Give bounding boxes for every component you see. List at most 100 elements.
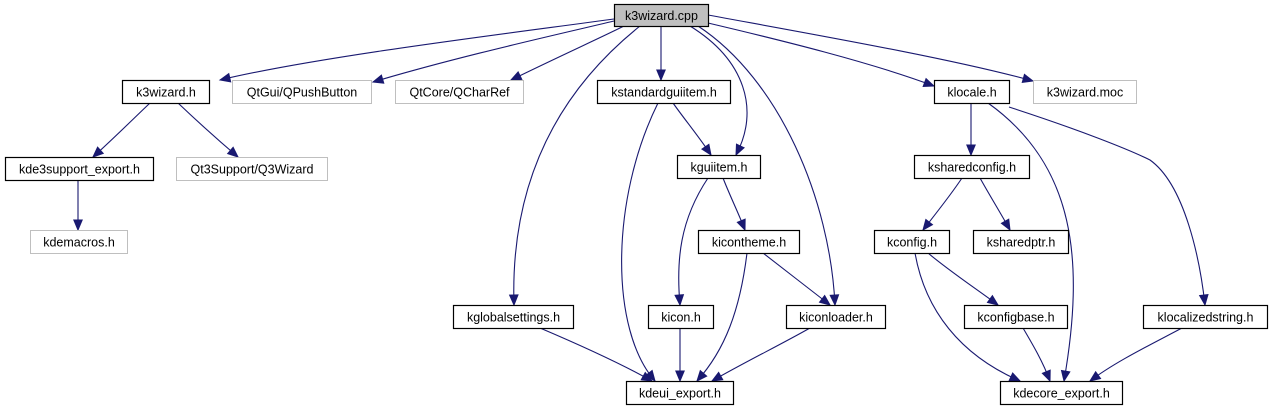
edge-line bbox=[697, 25, 836, 306]
edges-layer bbox=[73, 14, 1209, 383]
node-box bbox=[1033, 80, 1137, 104]
node-label: kiconloader.h bbox=[799, 311, 873, 325]
arrowhead-icon bbox=[736, 218, 746, 232]
arrowhead-icon bbox=[226, 146, 239, 158]
node-box bbox=[972, 229, 1070, 255]
node-box bbox=[4, 156, 155, 182]
node-box bbox=[647, 304, 715, 330]
edge-line bbox=[621, 102, 659, 382]
edge-ksharedconfig-h-to-kconfig-h bbox=[922, 177, 963, 232]
node-kconfigbase-h[interactable]: kconfigbase.h bbox=[963, 304, 1069, 330]
node-kglobalsettings-h[interactable]: kglobalsettings.h bbox=[452, 304, 575, 330]
arrowhead-icon bbox=[710, 371, 724, 382]
node-label: kglobalsettings.h bbox=[467, 311, 560, 325]
node-label: k3wizard.h bbox=[136, 86, 196, 100]
edge-line bbox=[707, 22, 935, 87]
arrowhead-icon bbox=[218, 72, 232, 83]
edge-kde3support-export-h-to-kdemacros-h bbox=[73, 180, 83, 232]
node-klocale-h[interactable]: klocale.h bbox=[933, 79, 1011, 105]
arrowhead-icon bbox=[1041, 369, 1051, 383]
node-box bbox=[785, 304, 887, 330]
edge-line bbox=[510, 25, 625, 81]
edge-k3wizard-cpp-to-kguiitem-h bbox=[689, 25, 748, 157]
node-kdemacros-h: kdemacros.h bbox=[30, 230, 128, 254]
node-kicon-h[interactable]: kicon.h bbox=[647, 304, 715, 330]
node-label: QtGui/QPushButton bbox=[247, 86, 358, 100]
node-kconfig-h[interactable]: kconfig.h bbox=[873, 229, 951, 255]
node-box bbox=[452, 304, 575, 330]
arrowhead-icon bbox=[674, 294, 685, 307]
edge-kguiitem-h-to-kicontheme-h bbox=[722, 177, 746, 232]
edge-kconfigbase-h-to-kdecore-export-h bbox=[1022, 327, 1051, 383]
node-box bbox=[395, 80, 524, 104]
arrowhead-icon bbox=[701, 143, 712, 157]
edge-line bbox=[711, 327, 811, 382]
arrowhead-icon bbox=[508, 294, 519, 307]
node-box bbox=[625, 380, 735, 406]
node-box bbox=[176, 157, 328, 181]
node-label: kdecore_export.h bbox=[1013, 387, 1110, 401]
node-label: kstandardguiitem.h bbox=[611, 86, 717, 100]
node-box bbox=[30, 230, 128, 254]
arrowhead-icon bbox=[1021, 73, 1035, 84]
node-box bbox=[913, 154, 1031, 180]
arrowhead-icon bbox=[92, 146, 105, 158]
node-label: kconfigbase.h bbox=[977, 311, 1054, 325]
edge-kguiitem-h-to-kicon-h bbox=[674, 177, 709, 307]
node-box bbox=[933, 79, 1011, 105]
node-box bbox=[697, 229, 801, 255]
arrowhead-icon bbox=[966, 144, 976, 157]
edge-ksharedconfig-h-to-ksharedptr-h bbox=[979, 177, 1011, 232]
arrowhead-icon bbox=[922, 77, 936, 88]
arrowhead-icon bbox=[696, 369, 708, 382]
edge-k3wizard-cpp-to-k3wizard-h bbox=[218, 18, 615, 83]
node-kstandardguiitem-h[interactable]: kstandardguiitem.h bbox=[596, 79, 732, 105]
node-kicontheme-h[interactable]: kicontheme.h bbox=[697, 229, 801, 255]
node-label: ksharedconfig.h bbox=[928, 161, 1016, 175]
edge-k3wizard-h-to-q3wizard bbox=[177, 102, 239, 158]
edge-line bbox=[177, 102, 239, 158]
edge-line bbox=[707, 14, 1034, 82]
node-kdecore-export-h[interactable]: kdecore_export.h bbox=[999, 380, 1124, 406]
arrowhead-icon bbox=[1198, 293, 1209, 307]
node-kiconloader-h[interactable]: kiconloader.h bbox=[785, 304, 887, 330]
edge-kiconloader-h-to-kdeui-export-h bbox=[710, 327, 811, 382]
node-box bbox=[676, 154, 762, 180]
edge-line bbox=[762, 252, 831, 306]
edge-kglobalsettings-h-to-kdeui-export-h bbox=[539, 327, 654, 382]
node-ksharedconfig-h[interactable]: ksharedconfig.h bbox=[913, 154, 1031, 180]
node-klocalizedstring-h[interactable]: klocalizedstring.h bbox=[1142, 304, 1269, 330]
edge-klocale-h-to-klocalizedstring-h bbox=[1008, 106, 1209, 307]
edge-k3wizard-cpp-to-kstandardguiitem-h bbox=[656, 26, 666, 82]
node-q3wizard: Qt3Support/Q3Wizard bbox=[176, 157, 328, 181]
arrowhead-icon bbox=[1060, 369, 1071, 383]
edge-line bbox=[219, 18, 615, 81]
node-k3wizard-moc: k3wizard.moc bbox=[1033, 80, 1137, 104]
edge-line bbox=[513, 25, 641, 306]
arrowhead-icon bbox=[371, 74, 385, 84]
node-ksharedptr-h[interactable]: ksharedptr.h bbox=[972, 229, 1070, 255]
edge-klocalizedstring-h-to-kdecore-export-h bbox=[1088, 327, 1183, 382]
arrowhead-icon bbox=[73, 219, 83, 232]
arrowhead-icon bbox=[640, 371, 654, 382]
edge-k3wizard-cpp-to-klocale-h bbox=[707, 22, 936, 88]
node-label: kde3support_export.h bbox=[19, 163, 140, 177]
edge-line bbox=[927, 252, 999, 306]
arrowhead-icon bbox=[986, 294, 1000, 306]
edge-line bbox=[678, 177, 709, 306]
edge-k3wizard-cpp-to-qcharref bbox=[509, 25, 625, 81]
edge-kicontheme-h-to-kdeui-export-h bbox=[696, 252, 748, 382]
node-label: kdeui_export.h bbox=[639, 387, 721, 401]
edge-line bbox=[689, 25, 748, 156]
edge-kicontheme-h-to-kiconloader-h bbox=[762, 252, 832, 306]
node-kguiitem-h[interactable]: kguiitem.h bbox=[676, 154, 762, 180]
node-k3wizard-h[interactable]: k3wizard.h bbox=[121, 79, 211, 105]
node-kdeui-export-h[interactable]: kdeui_export.h bbox=[625, 380, 735, 406]
edge-line bbox=[1008, 106, 1206, 306]
node-box bbox=[596, 79, 732, 105]
arrowhead-icon bbox=[1008, 372, 1022, 382]
node-kde3support-export-h[interactable]: kde3support_export.h bbox=[4, 156, 155, 182]
edge-kstandardguiitem-h-to-kguiitem-h bbox=[672, 102, 712, 157]
